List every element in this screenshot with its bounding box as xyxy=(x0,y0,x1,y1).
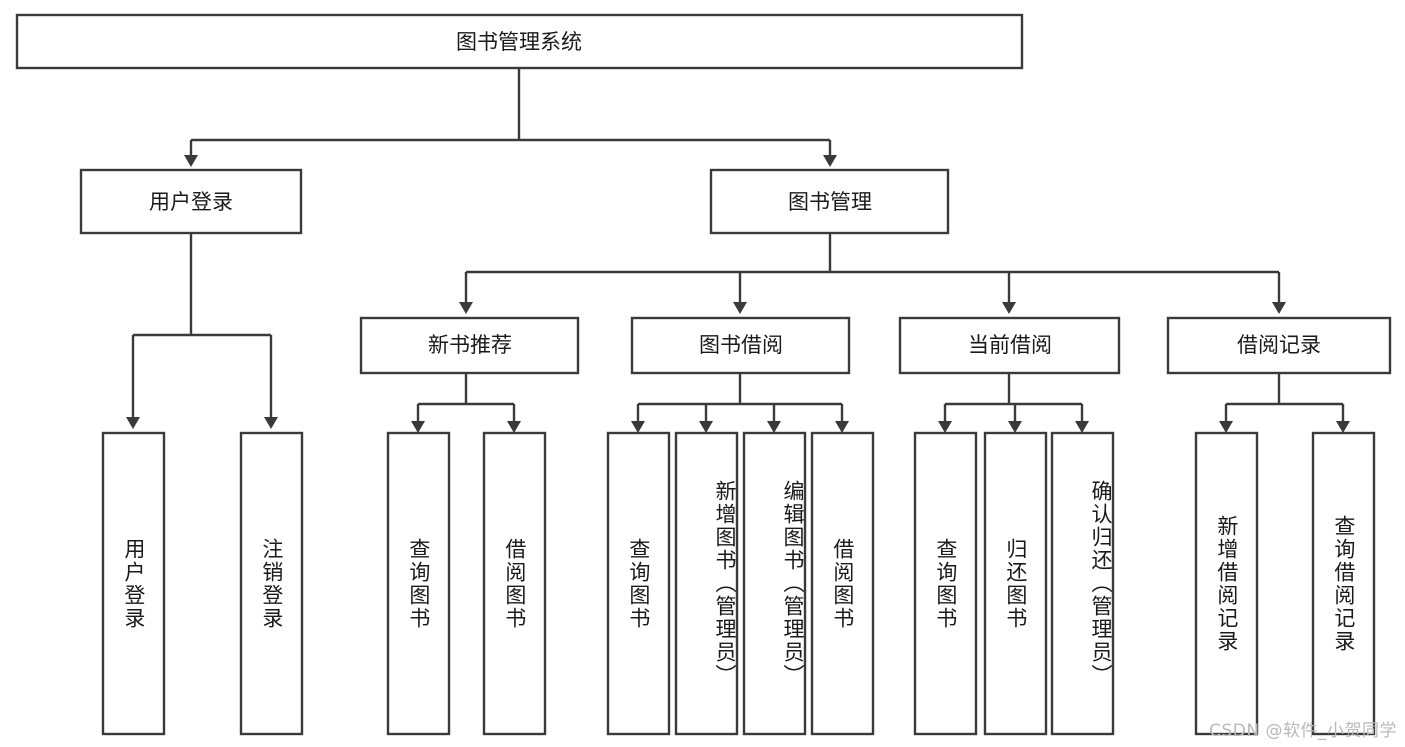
label-current-borrow: 当前借阅 xyxy=(968,333,1052,357)
connector-group-current-borrow xyxy=(938,373,1089,433)
node-box-leaf-edit-book[interactable] xyxy=(742,431,807,736)
node-box-book-manage[interactable] xyxy=(709,168,950,235)
connector-group-book-borrow xyxy=(631,373,849,433)
node-box-leaf-query-book-3[interactable] xyxy=(913,431,978,736)
node-box-leaf-confirm-return[interactable] xyxy=(1050,431,1115,736)
label-new-book-recommend: 新书推荐 xyxy=(428,333,512,357)
label-book-manage: 图书管理 xyxy=(788,190,872,214)
node-box-leaf-user-logout[interactable] xyxy=(239,431,304,736)
connector-group-user-login xyxy=(126,233,278,429)
node-box-leaf-return-book[interactable] xyxy=(983,431,1048,736)
connector-group-borrow-record xyxy=(1219,373,1350,433)
label-borrow-record: 借阅记录 xyxy=(1237,333,1321,357)
connector-group-root xyxy=(184,68,837,167)
node-box-leaf-add-record[interactable] xyxy=(1194,431,1259,736)
label-book-borrow: 图书借阅 xyxy=(699,333,783,357)
watermark-text: CSDN @软件_小贺同学 xyxy=(1209,721,1397,741)
label-root: 图书管理系统 xyxy=(456,30,582,54)
node-box-leaf-borrow-book-1[interactable] xyxy=(482,431,547,736)
connector-group-book-manage xyxy=(459,233,1286,314)
node-box-book-borrow[interactable] xyxy=(630,316,851,375)
node-box-leaf-user-login[interactable] xyxy=(101,431,166,736)
node-box-leaf-add-book[interactable] xyxy=(674,431,739,736)
node-box-leaf-query-record[interactable] xyxy=(1311,431,1376,736)
node-box-leaf-borrow-book-2[interactable] xyxy=(810,431,875,736)
node-box-leaf-query-book-2[interactable] xyxy=(606,431,671,736)
node-box-root[interactable] xyxy=(15,13,1024,70)
label-user-login: 用户登录 xyxy=(149,190,233,214)
node-box-leaf-query-book-1[interactable] xyxy=(386,431,451,736)
node-box-borrow-record[interactable] xyxy=(1166,316,1392,375)
node-box-current-borrow[interactable] xyxy=(898,316,1121,375)
connector-group-new-book-recommend xyxy=(411,373,521,433)
node-box-user-login[interactable] xyxy=(79,168,303,235)
node-box-new-book-recommend[interactable] xyxy=(359,316,580,375)
